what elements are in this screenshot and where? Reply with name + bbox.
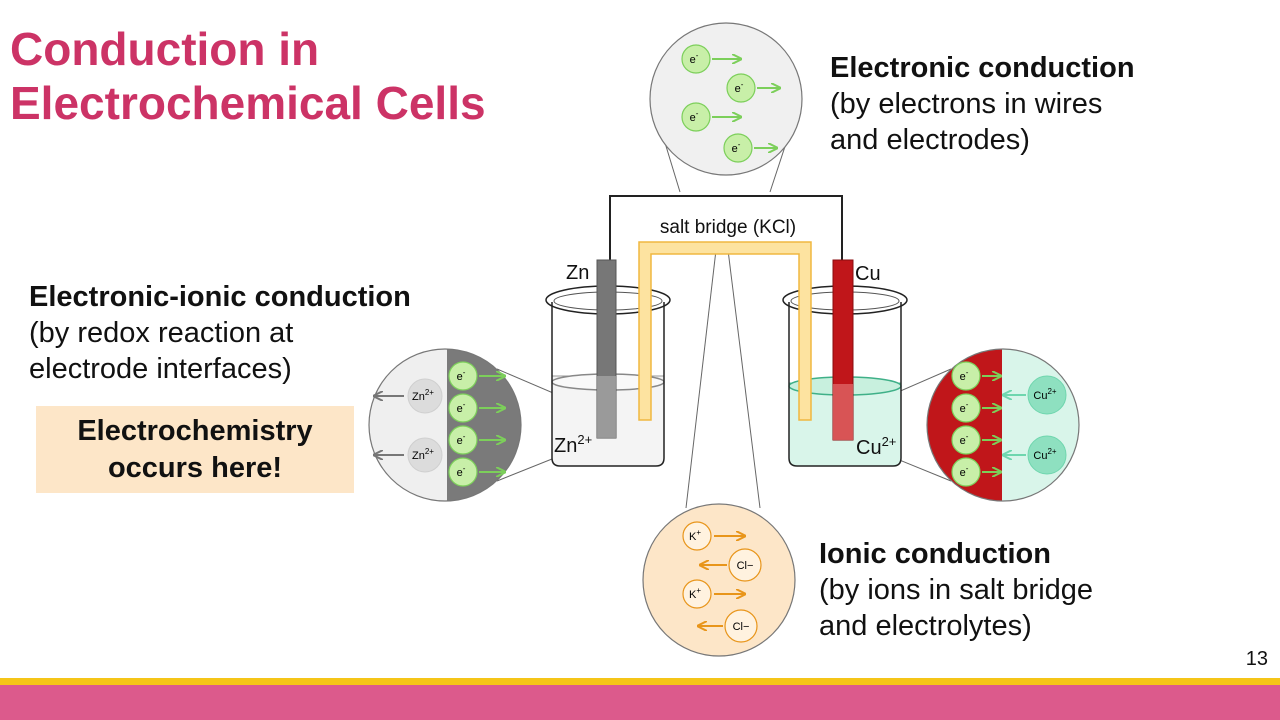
- electron-zoom-circle: e- e- e- e-: [649, 22, 803, 176]
- svg-text:Zn2+: Zn2+: [412, 388, 434, 403]
- svg-text:e-: e-: [457, 432, 466, 447]
- svg-text:Cl−: Cl−: [733, 621, 750, 633]
- electronic-conduction-line1: (by electrons in wires: [830, 88, 1103, 120]
- svg-text:e-: e-: [457, 368, 466, 383]
- slide-title-line2: Electrochemical Cells: [10, 77, 486, 129]
- callout-line2: occurs here!: [107, 451, 283, 484]
- electron-particle: e-: [448, 361, 505, 391]
- external-wire: [609, 195, 843, 260]
- electronic-ionic-conduction-text: Electronic-ionic conduction (by redox re…: [29, 279, 411, 387]
- ionic-conduction-line2: and electrolytes): [819, 610, 1032, 642]
- electron-particle: e-: [681, 44, 741, 74]
- chloride-ion-particle: Cl−: [700, 548, 762, 582]
- electron-particle: e-: [951, 361, 1001, 391]
- svg-text:Cu2+: Cu2+: [1033, 387, 1057, 402]
- salt-bridge-label: salt bridge (KCl): [660, 217, 796, 238]
- salt-bridge: [638, 241, 812, 421]
- copper-electrode-submerged: [833, 384, 853, 440]
- svg-text:e-: e-: [457, 464, 466, 479]
- electron-particle: e-: [448, 425, 505, 455]
- svg-text:e-: e-: [735, 80, 744, 95]
- svg-text:Zn2+: Zn2+: [412, 447, 434, 462]
- zinc-electrode-submerged: [597, 376, 616, 438]
- zinc-label: Zn: [566, 262, 589, 284]
- electron-particle: e-: [726, 73, 780, 103]
- callout-line1: Electrochemistry: [77, 414, 313, 447]
- copper-label: Cu: [855, 263, 881, 285]
- slide-title: Conduction in Electrochemical Cells: [10, 22, 486, 130]
- page-number: 13: [1245, 648, 1268, 670]
- slide-title-line1: Conduction in: [10, 23, 320, 75]
- ionic-conduction-line1: (by ions in salt bridge: [819, 574, 1094, 606]
- electron-particle: e-: [951, 393, 1001, 423]
- svg-text:e-: e-: [960, 368, 969, 383]
- electron-particle: e-: [448, 393, 505, 423]
- svg-text:e-: e-: [457, 400, 466, 415]
- svg-text:Cu2+: Cu2+: [1033, 447, 1057, 462]
- electronic-ionic-line2: electrode interfaces): [29, 353, 292, 385]
- svg-text:Cl−: Cl−: [737, 560, 754, 572]
- electron-particle: e-: [951, 425, 1001, 455]
- electron-particle: e-: [723, 133, 777, 163]
- anode-interface-zoom-circle: Zn2+ Zn2+ e- e- e- e-: [368, 348, 522, 502]
- footer-bar: [0, 678, 1280, 720]
- electron-particle: e-: [448, 457, 505, 487]
- svg-text:K+: K+: [689, 528, 701, 543]
- copper-ion-label: Cu2+: [856, 434, 896, 459]
- zinc-ion-label: Zn2+: [554, 432, 592, 457]
- svg-text:e-: e-: [960, 400, 969, 415]
- electronic-conduction-line2: and electrodes): [830, 124, 1030, 156]
- zinc-ion-particle: Zn2+: [374, 378, 443, 414]
- electronic-ionic-heading: Electronic-ionic conduction: [29, 281, 411, 313]
- bridge-zoom-connector-right: [727, 249, 761, 509]
- salt-bridge-ion-zoom-circle: K+ Cl− K+ Cl−: [642, 503, 796, 657]
- electrochemical-cell-diagram: salt bridge (KCl) Zn Cu Zn2+ Cu2+ e- e- …: [368, 22, 1080, 657]
- svg-text:e-: e-: [690, 51, 699, 66]
- electrochemistry-callout: Electrochemistry occurs here!: [36, 406, 354, 493]
- electronic-ionic-line1: (by redox reaction at: [29, 317, 294, 349]
- svg-text:e-: e-: [960, 464, 969, 479]
- copper-ion-particle: Cu2+: [1003, 375, 1067, 415]
- cathode-interface-zoom-circle: e- e- e- e- Cu2+ Cu2+: [926, 348, 1080, 502]
- svg-text:e-: e-: [732, 140, 741, 155]
- electron-particle: e-: [951, 457, 1001, 487]
- svg-text:e-: e-: [960, 432, 969, 447]
- ionic-conduction-heading: Ionic conduction: [819, 538, 1051, 570]
- ionic-conduction-text: Ionic conduction (by ions in salt bridge…: [819, 536, 1093, 644]
- zinc-ion-particle: Zn2+: [374, 437, 443, 473]
- potassium-ion-particle: K+: [682, 579, 745, 609]
- svg-text:K+: K+: [689, 586, 701, 601]
- potassium-ion-particle: K+: [682, 521, 745, 551]
- svg-text:e-: e-: [690, 109, 699, 124]
- electronic-conduction-heading: Electronic conduction: [830, 52, 1135, 84]
- electron-particle: e-: [681, 102, 741, 132]
- bridge-zoom-connector-left: [685, 249, 717, 509]
- electronic-conduction-text: Electronic conduction (by electrons in w…: [830, 50, 1135, 158]
- copper-ion-particle: Cu2+: [1003, 435, 1067, 475]
- chloride-ion-particle: Cl−: [698, 609, 758, 643]
